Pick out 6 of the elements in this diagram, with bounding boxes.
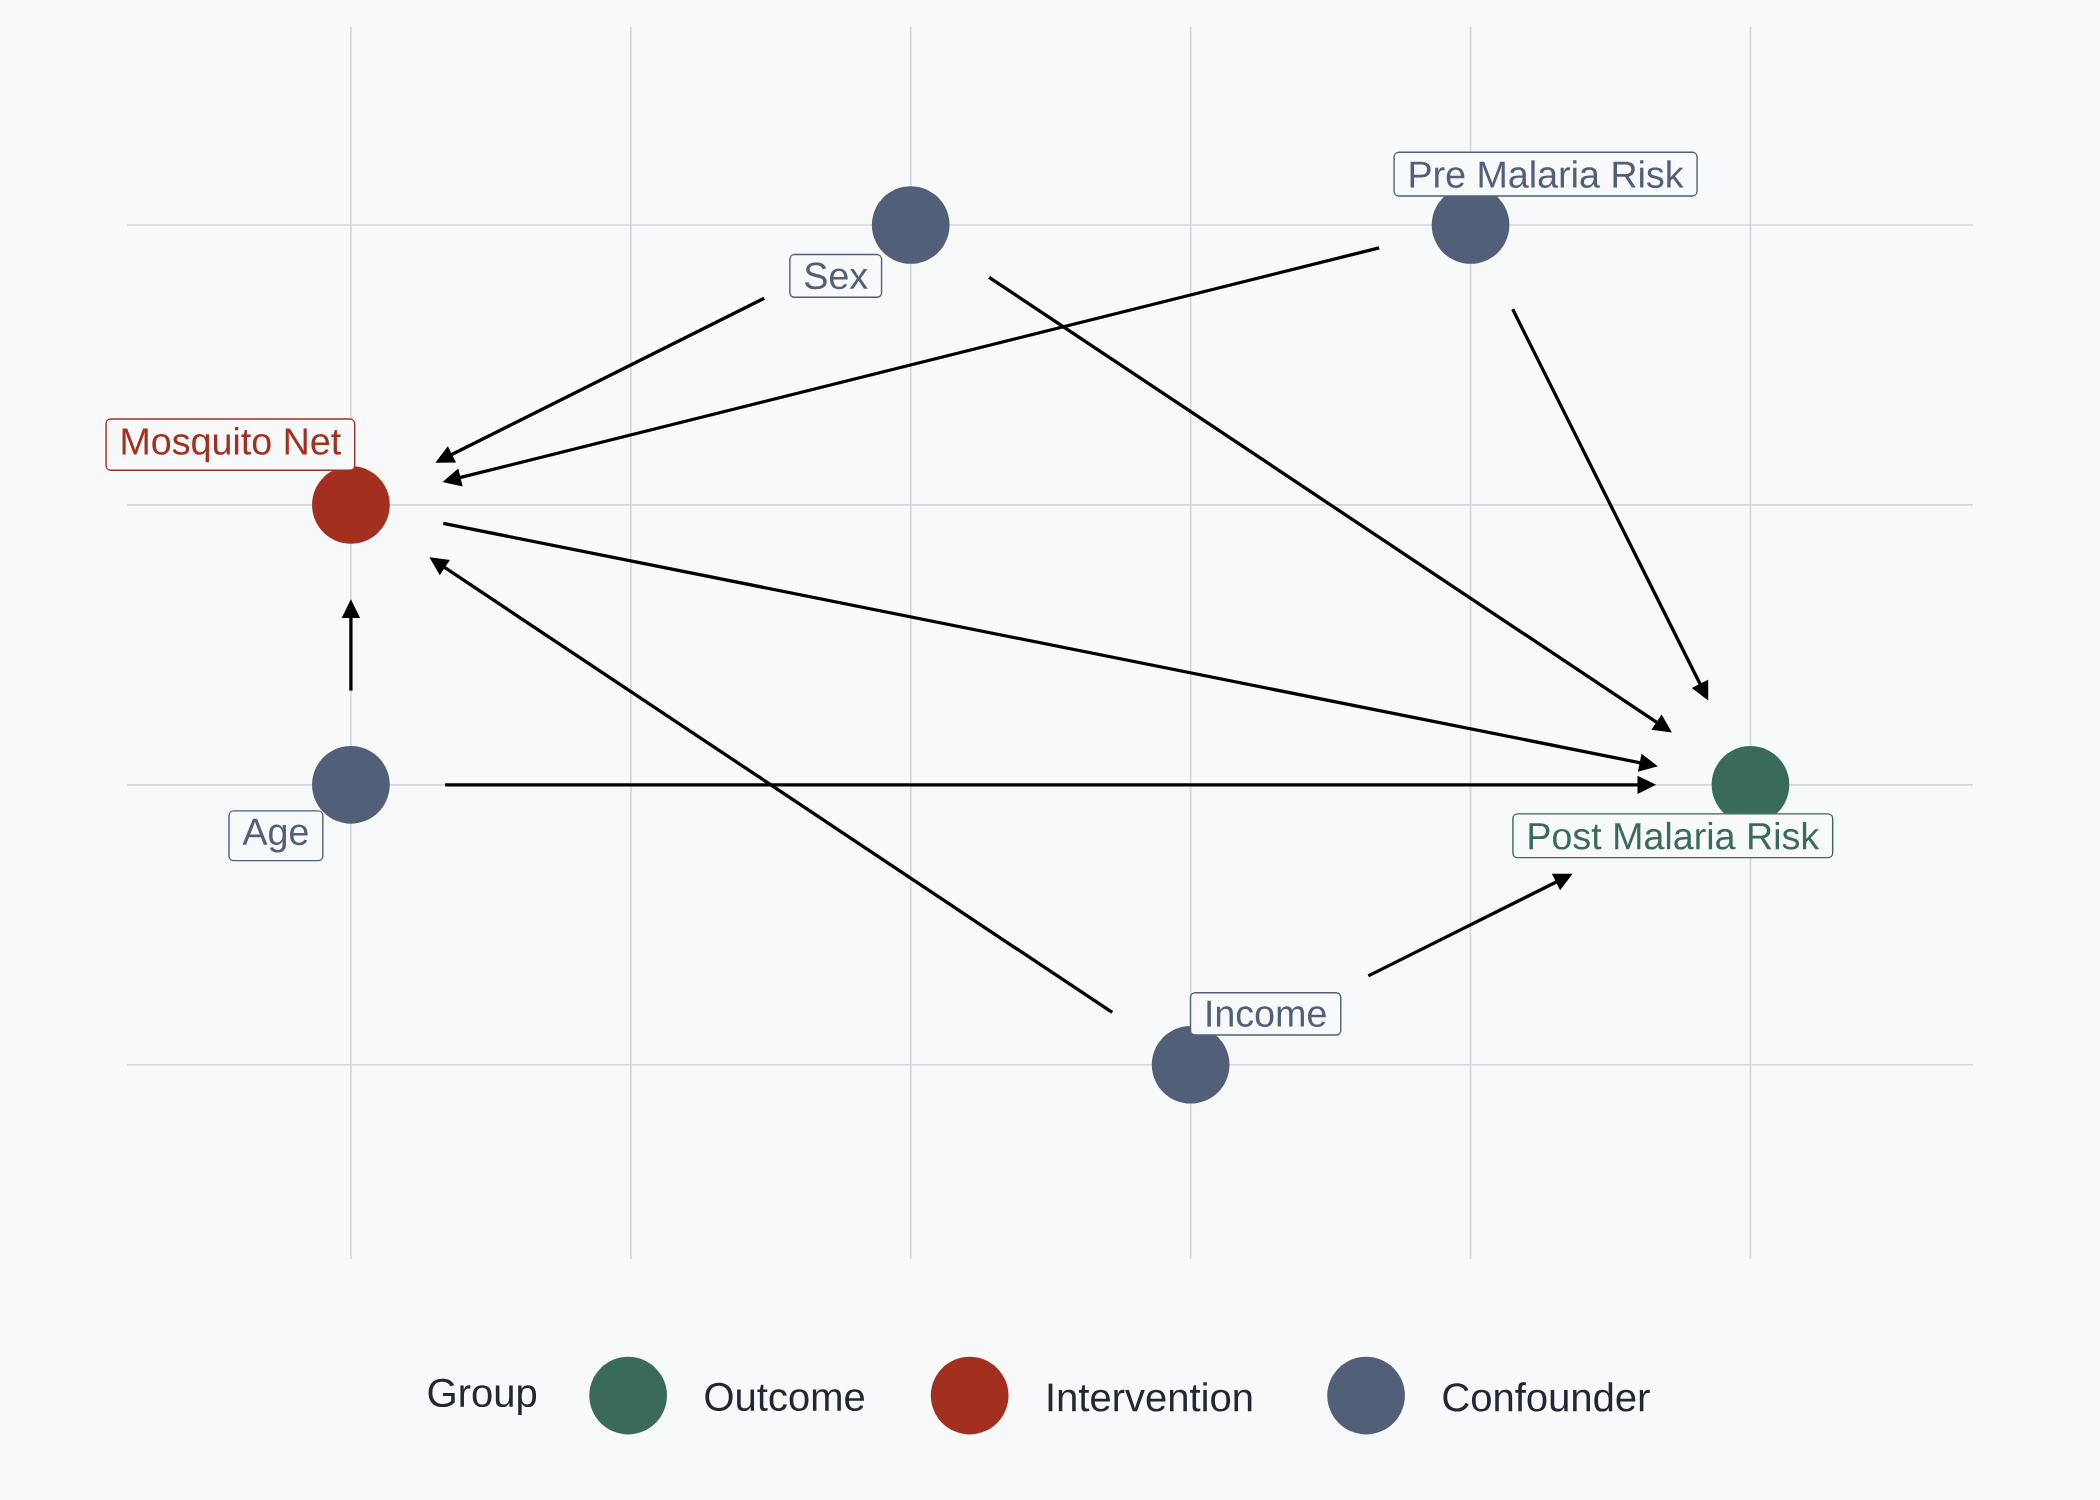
legend-title: Group: [428, 1378, 537, 1415]
legend-label: Confounder: [1443, 1382, 1650, 1412]
legend-label: Outcome: [705, 1382, 864, 1412]
node-label: Age: [242, 818, 308, 853]
node-label: Sex: [804, 262, 868, 290]
legend-label: Intervention: [1048, 1382, 1252, 1412]
